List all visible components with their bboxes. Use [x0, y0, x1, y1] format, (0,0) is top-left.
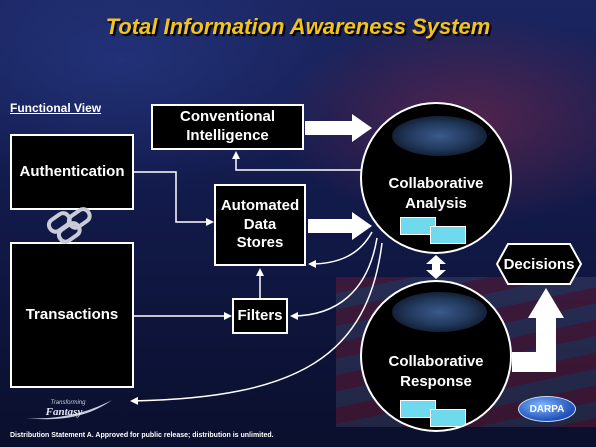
collaborative-response-circle: Collaborative Response [360, 280, 512, 432]
hexagon-shape [495, 243, 583, 285]
analysis-to-stores-feedback [308, 231, 373, 268]
transactions-box: Transactions [10, 242, 134, 388]
filters-label: Filters [237, 306, 283, 324]
darpa-logo: DARPA [518, 396, 576, 422]
meeting-room-image [392, 116, 487, 156]
chain-link-icon [46, 207, 92, 244]
auth-to-stores-connector [134, 171, 214, 226]
conventional-intelligence-box: Conventional Intelligence [151, 104, 304, 150]
automated-data-stores-label: Automated Data Stores [220, 196, 300, 252]
analysis-to-intelligence-connector [232, 151, 362, 171]
intelligence-to-analysis-arrow [305, 114, 372, 142]
svg-text:Fantasy: Fantasy [45, 406, 83, 418]
analysis-to-filters-feedback [290, 237, 378, 320]
authentication-box: Authentication [10, 134, 134, 210]
analysis-response-link-arrow [426, 255, 446, 279]
collaborative-analysis-label: Collaborative Analysis [388, 175, 484, 212]
fantasy-logo-swoosh: Transforming Fantasy [26, 400, 112, 420]
collaborative-analysis-circle: Collaborative Analysis [360, 102, 512, 254]
decisions-label: Decisions [503, 255, 575, 273]
analysis-screen-2 [430, 226, 466, 244]
analysis-to-transactions-feedback [130, 242, 383, 405]
stores-to-analysis-arrow [308, 212, 372, 240]
transforming-fantasy-logo: Transforming Fantasy [24, 396, 114, 422]
transactions-label: Transactions [25, 305, 119, 323]
distribution-statement: Distribution Statement A. Approved for p… [10, 432, 274, 439]
authentication-label: Authentication [19, 162, 125, 180]
conventional-intelligence-label: Conventional Intelligence [179, 108, 275, 144]
meeting-room-image [392, 292, 487, 332]
response-to-decisions-arrow [512, 288, 564, 372]
slide-title: Total Information Awareness System [105, 14, 491, 39]
svg-text:Transforming: Transforming [51, 400, 87, 406]
collaborative-response-label: Collaborative Response [388, 353, 484, 390]
automated-data-stores-box: Automated Data Stores [214, 184, 306, 266]
decisions-hexagon: Decisions [495, 243, 583, 285]
functional-view-label: Functional View [10, 101, 102, 115]
filters-box: Filters [232, 298, 288, 334]
response-screen-2 [430, 409, 466, 427]
